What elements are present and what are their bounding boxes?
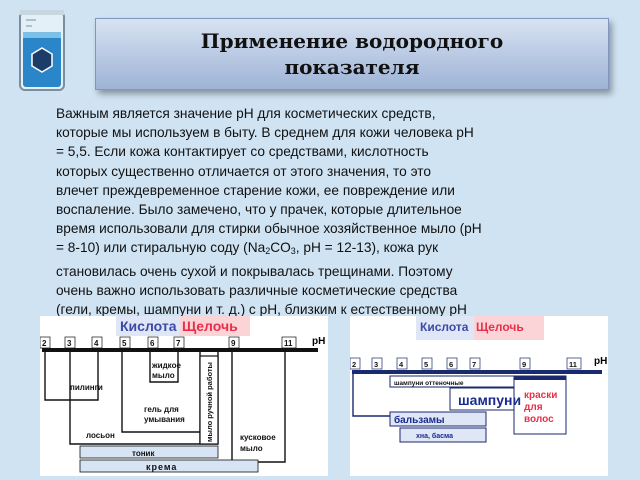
body-line: (гели, кремы, шампуни и т. д.) с pH, бли… xyxy=(56,302,467,318)
alkali-label-bg xyxy=(474,316,544,340)
body-line: = 5,5. Если кожа контактирует со средств… xyxy=(56,144,429,160)
body-line: Важным является значение pH для косметич… xyxy=(56,106,436,121)
liquid-soap-label: жидкое xyxy=(151,361,181,370)
skin-cosmetics-ph-diagram: Кислота Щелочь pH 2 3 4 5 6 7 9 11 xyxy=(40,316,328,476)
balms-box xyxy=(389,411,487,427)
formula-subscript: 3 xyxy=(290,246,296,257)
tick-label: 7 xyxy=(472,360,476,369)
alkali-label: Щелочь xyxy=(476,320,524,334)
pilingi-label: пилинги xyxy=(70,383,103,392)
dye-label: волос xyxy=(524,414,554,425)
tick-box xyxy=(469,357,481,370)
tick-box xyxy=(519,357,531,370)
tick-label: 2 xyxy=(42,339,47,348)
liquid-soap-range xyxy=(149,352,179,383)
alkali-label-bg xyxy=(180,316,250,336)
body-text-fragment: , pH = 12-13), кожа рук xyxy=(295,240,439,256)
body-line: время использовали для стирки обычное хо… xyxy=(56,221,482,237)
tick-label: 5 xyxy=(122,339,127,348)
tint-shampoo-label: шампуни оттеночные xyxy=(394,380,464,387)
body-line: = 8-10) или стиральную соду (Na2CO3, pH … xyxy=(56,238,622,261)
bar-soap-label: мыло xyxy=(240,444,263,453)
axis-label: pH xyxy=(594,356,607,367)
pilingi-range xyxy=(44,352,99,401)
tick-box xyxy=(566,357,582,370)
dye-label: для xyxy=(524,402,543,413)
page-title-line-2: показателя xyxy=(284,55,420,79)
creams-box xyxy=(79,459,259,473)
tick-box xyxy=(371,357,383,370)
creams-label: крема xyxy=(146,462,177,472)
tonic-label: тоник xyxy=(132,449,155,458)
shampoo-label: шампуни xyxy=(458,392,521,408)
title-banner: Применение водородного показателя xyxy=(95,18,609,90)
tick-box xyxy=(350,357,361,370)
hair-cosmetics-ph-diagram: Кислота Щелочь pH 2 3 4 5 6 7 9 11 xyxy=(350,316,608,476)
formula-subscript: 2 xyxy=(265,246,271,257)
tick-label: 4 xyxy=(399,360,404,369)
tonic-box xyxy=(79,445,219,459)
tick-label: 3 xyxy=(67,339,72,348)
acid-label: Кислота xyxy=(420,320,469,334)
tick-box xyxy=(147,336,159,349)
tick-label: 11 xyxy=(569,360,577,369)
tick-box xyxy=(396,357,408,370)
tick-box xyxy=(173,336,185,349)
dye-range-top xyxy=(514,376,566,380)
dye-range-box xyxy=(513,375,567,435)
acid-label: Кислота xyxy=(120,318,177,334)
body-line: которые мы используем в быту. В среднем … xyxy=(56,125,474,141)
hand-soap-box xyxy=(199,355,219,445)
page-title-line-1: Применение водородного xyxy=(200,29,504,53)
tick-box xyxy=(40,336,51,349)
body-line: которых существенно отличается от этого … xyxy=(56,163,431,179)
gel-label: гель для xyxy=(144,405,179,414)
beaker-icon xyxy=(19,10,65,91)
tick-label: 3 xyxy=(374,360,378,369)
body-text-fragment: CO xyxy=(270,240,291,256)
henna-label: хна, басма xyxy=(416,432,453,440)
axis-label: pH xyxy=(312,336,325,347)
tick-label: 4 xyxy=(94,339,99,348)
tick-label: 9 xyxy=(231,339,236,348)
acid-label-bg xyxy=(116,316,180,336)
tick-label: 11 xyxy=(284,339,293,348)
acid-label-bg xyxy=(416,316,474,340)
dye-label: краски xyxy=(524,390,557,401)
tick-label: 7 xyxy=(176,339,181,348)
body-line: становилась очень сухой и покрывалась тр… xyxy=(56,263,453,279)
gel-range xyxy=(121,352,200,433)
liquid-soap-label: мыло xyxy=(152,371,175,380)
body-line: воспаление. Было замечено, что у прачек,… xyxy=(56,202,462,218)
tick-box xyxy=(228,336,240,349)
alkali-label: Щелочь xyxy=(182,318,238,334)
tick-box xyxy=(91,336,103,349)
gel-label: умывания xyxy=(144,415,185,424)
lotion-label: лосьон xyxy=(86,431,115,440)
henna-box xyxy=(399,427,487,443)
bar-soap-range xyxy=(231,352,286,463)
tick-box xyxy=(119,336,131,349)
body-line: очень важно использовать различные косме… xyxy=(56,282,458,298)
body-paragraph: Важным является значение pH для косметич… xyxy=(56,104,622,319)
tick-label: 9 xyxy=(522,360,526,369)
body-text-fragment: = 8-10) или стиральную соду (Na xyxy=(56,240,266,256)
tick-box xyxy=(64,336,76,349)
tick-box xyxy=(421,357,433,370)
balms-label: бальзамы xyxy=(394,414,445,426)
hand-soap-label: мыло ручной работы xyxy=(205,362,214,442)
tick-box xyxy=(281,336,297,349)
bar-soap-label: кусковое xyxy=(240,433,276,442)
tick-label: 6 xyxy=(449,360,453,369)
tick-box xyxy=(446,357,458,370)
body-line: влечет преждевременное старение кожи, ее… xyxy=(56,182,455,198)
tick-label: 2 xyxy=(352,360,356,369)
tick-label: 6 xyxy=(150,339,155,348)
tick-label: 5 xyxy=(424,360,428,369)
balms-range xyxy=(352,374,390,417)
